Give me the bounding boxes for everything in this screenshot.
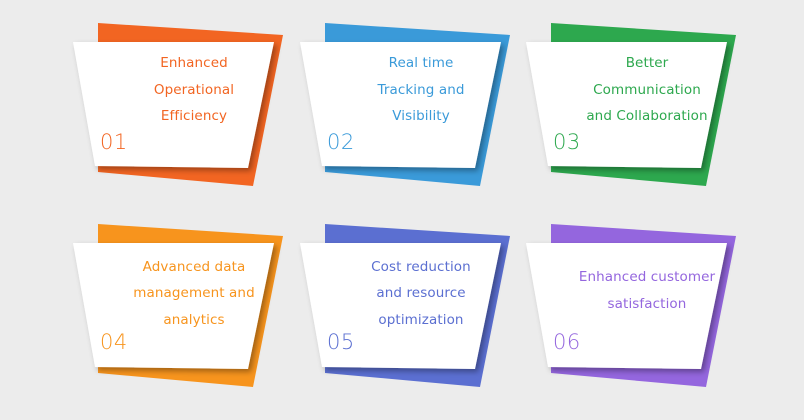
card-shape bbox=[300, 23, 510, 186]
card-shape bbox=[73, 23, 283, 186]
card-shape bbox=[526, 224, 736, 387]
card-title-line: and Collaboration bbox=[586, 108, 708, 124]
card-title-line: Advanced data bbox=[142, 259, 246, 275]
benefit-card-04: Advanced data management and analytics 04 bbox=[70, 221, 300, 396]
card-title-line: Enhanced customer bbox=[578, 269, 716, 285]
card-number: 03 bbox=[553, 130, 581, 154]
card-title-line: Better bbox=[625, 55, 669, 71]
card-title-line: satisfaction bbox=[607, 296, 687, 312]
card-front-panel bbox=[526, 243, 727, 369]
card-title-line: Visibility bbox=[392, 108, 450, 124]
card-title-line: management and bbox=[133, 285, 255, 301]
card-shape bbox=[526, 23, 736, 186]
card-front-panel bbox=[73, 42, 274, 168]
card-title-line: optimization bbox=[378, 312, 464, 328]
card-number: 01 bbox=[100, 130, 128, 154]
card-front-panel bbox=[526, 42, 727, 168]
card-front-panel bbox=[73, 243, 274, 369]
card-title-line: Enhanced bbox=[160, 55, 228, 71]
card-number: 05 bbox=[327, 330, 355, 354]
card-title-line: Tracking and bbox=[377, 82, 465, 98]
card-title-line: Operational bbox=[153, 82, 235, 98]
card-shape bbox=[300, 224, 510, 387]
card-title-line: Communication bbox=[593, 82, 701, 98]
card-title-line: analytics bbox=[163, 312, 225, 328]
card-title-line: Efficiency bbox=[160, 108, 228, 124]
benefit-card-05: Cost reduction and resource optimization 05 bbox=[297, 221, 527, 396]
card-front-panel bbox=[300, 42, 501, 168]
card-title-line: Real time bbox=[388, 55, 454, 71]
card-number: 04 bbox=[100, 330, 128, 354]
card-number: 06 bbox=[553, 330, 581, 354]
card-title-line: and resource bbox=[376, 285, 466, 301]
benefit-card-06: Enhanced customer satisfaction 06 bbox=[523, 221, 753, 396]
card-front-panel bbox=[300, 243, 501, 369]
card-number: 02 bbox=[327, 130, 355, 154]
card-title-line: Cost reduction bbox=[371, 259, 471, 275]
card-shape bbox=[73, 224, 283, 387]
